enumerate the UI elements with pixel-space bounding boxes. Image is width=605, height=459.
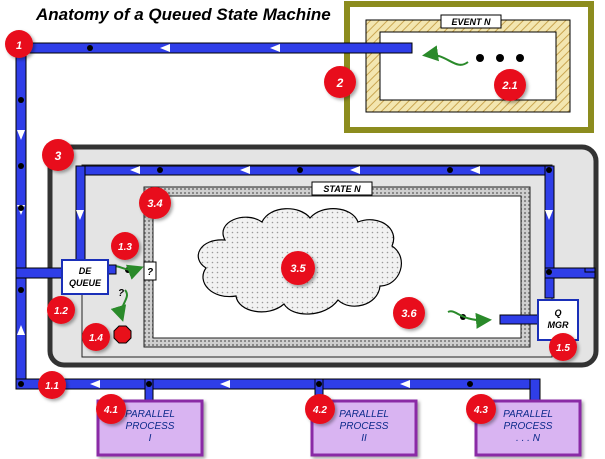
qmgr-green-arrow xyxy=(447,310,492,329)
badge-3-5: 3.5 xyxy=(281,251,315,285)
badge-4-2: 4.2 xyxy=(305,394,335,424)
process-1-line3: I xyxy=(149,433,152,444)
badge-3: 3 xyxy=(42,139,74,171)
svg-text:1.4: 1.4 xyxy=(89,333,103,344)
svg-text:3.4: 3.4 xyxy=(147,198,162,210)
badge-1-2: 1.2 xyxy=(47,296,75,324)
svg-text:3: 3 xyxy=(55,149,62,163)
qmgr-line1: Q xyxy=(554,308,561,318)
dequeue-line2: QUEUE xyxy=(69,278,102,288)
event-queue-dot xyxy=(496,54,504,62)
badge-3-6: 3.6 xyxy=(393,297,425,329)
dequeue-box: DE QUEUE xyxy=(61,259,109,295)
event-green-arrow xyxy=(422,45,469,66)
svg-text:1.2: 1.2 xyxy=(54,306,68,317)
badge-4-3: 4.3 xyxy=(466,394,496,424)
qmgr-line2: MGR xyxy=(548,320,569,330)
badge-2: 2 xyxy=(324,66,356,98)
badge-2-1: 2.1 xyxy=(494,69,526,101)
question-mark: ? xyxy=(118,288,124,299)
decision-mark: ? xyxy=(147,267,153,278)
svg-text:4.1: 4.1 xyxy=(103,405,118,416)
decision-box xyxy=(143,261,157,281)
process-1-line2: PROCESS xyxy=(126,421,175,432)
svg-text:4.2: 4.2 xyxy=(312,405,327,416)
process-2-line3: II xyxy=(361,433,367,444)
state-machine-housing: STATE N ? ? xyxy=(47,144,599,368)
svg-text:1.5: 1.5 xyxy=(556,343,570,354)
process-2-line2: PROCESS xyxy=(340,421,389,432)
pipe-junctions xyxy=(18,45,552,387)
svg-text:2: 2 xyxy=(336,76,344,90)
badge-3-4: 3.4 xyxy=(139,187,171,219)
event-queue-dot xyxy=(476,54,484,62)
event-queue-dot xyxy=(516,54,524,62)
dequeue-line1: DE xyxy=(79,266,92,276)
badge-4-1: 4.1 xyxy=(96,394,126,424)
process-1-line1: PARALLEL xyxy=(125,409,175,420)
badge-1-4: 1.4 xyxy=(82,323,110,351)
svg-text:2.1: 2.1 xyxy=(501,80,517,92)
svg-text:1.3: 1.3 xyxy=(118,242,132,253)
svg-text:4.3: 4.3 xyxy=(473,405,488,416)
svg-text:1: 1 xyxy=(16,40,22,52)
process-3-line1: PARALLEL xyxy=(503,409,553,420)
process-2-line1: PARALLEL xyxy=(339,409,389,420)
stop-sign-icon xyxy=(113,325,132,344)
svg-text:3.5: 3.5 xyxy=(290,263,306,275)
state-box-label: STATE N xyxy=(323,184,361,194)
badge-1: 1 xyxy=(5,30,33,58)
process-3-line3: . . . N xyxy=(516,433,541,444)
badge-1-5: 1.5 xyxy=(549,333,577,361)
badge-1-3: 1.3 xyxy=(111,232,139,260)
process-3-line2: PROCESS xyxy=(504,421,553,432)
badge-1-1: 1.1 xyxy=(38,371,66,399)
diagram-title: Anatomy of a Queued State Machine xyxy=(35,5,331,24)
decision-green-arrow xyxy=(110,289,128,322)
svg-text:3.6: 3.6 xyxy=(401,308,417,320)
event-box-label: EVENT N xyxy=(451,17,491,27)
event-box: EVENT N xyxy=(344,1,594,133)
svg-text:1.1: 1.1 xyxy=(45,381,59,392)
